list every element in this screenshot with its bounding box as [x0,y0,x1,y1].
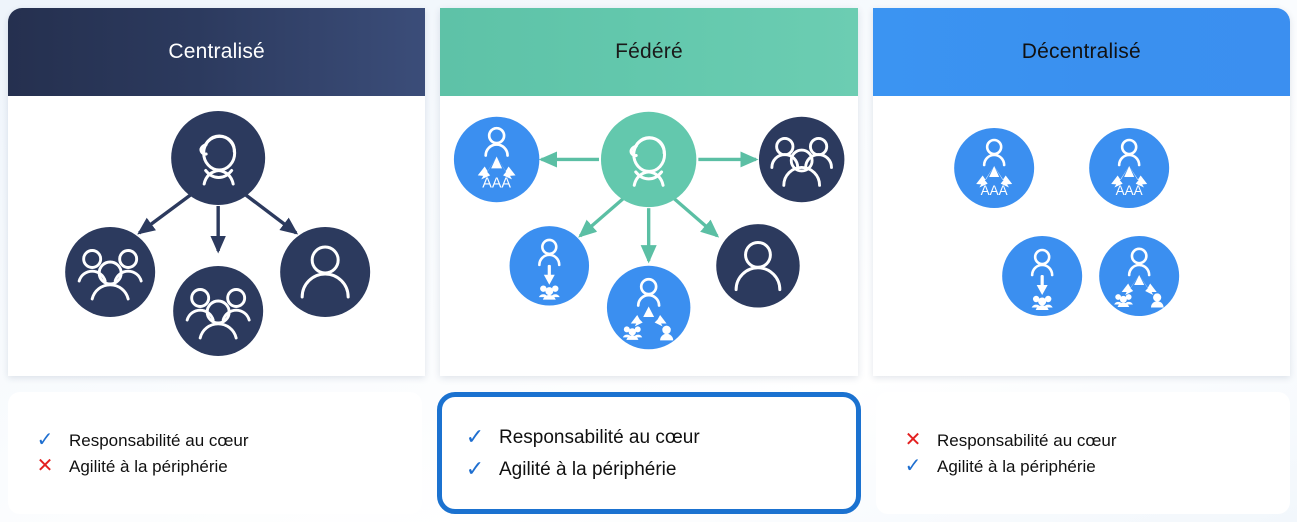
card-header-centralise: Centralisé [8,8,426,96]
criteria-label: Responsabilité au cœur [69,430,249,450]
criteria-row: ✓ Responsabilité au cœur ✕ Agilité à la … [8,392,1290,514]
node-person-to-team[interactable] [1001,236,1082,316]
node-team-center[interactable] [173,266,264,356]
aaa-label: AAA [483,175,512,191]
criteria-label: Responsabilité au cœur [499,426,700,448]
check-icon: ✓ [465,456,485,481]
node-person-lower-right[interactable] [716,224,801,308]
criteria-item[interactable]: ✕ Responsabilité au cœur [902,427,1290,453]
criteria-label: Agilité à la périphérie [499,458,677,480]
criteria-item[interactable]: ✓ Agilité à la périphérie [902,453,1290,479]
check-icon: ✓ [36,429,54,451]
criteria-item[interactable]: ✓ Responsabilité au cœur [34,427,422,453]
criteria-label: Agilité à la périphérie [69,456,228,476]
model-card-decentralise[interactable]: Décentralisé [872,8,1290,376]
connector-arrows [137,191,299,254]
card-title-federe: Fédéré [615,40,683,63]
node-person-splits[interactable] [607,265,691,350]
criteria-box-centralise[interactable]: ✓ Responsabilité au cœur ✕ Agilité à la … [8,392,422,514]
model-card-federe[interactable]: Fédéré [440,8,858,376]
card-header-decentralise: Décentralisé [872,8,1290,96]
criteria-list-centralise: ✓ Responsabilité au cœur ✕ Agilité à la … [8,427,422,479]
check-icon: ✓ [904,455,922,477]
diagram-federe: AAA [440,96,858,376]
card-title-decentralise: Décentralisé [1021,40,1141,63]
node-team-left[interactable] [65,227,156,317]
node-person-splits[interactable] [1098,236,1179,316]
connector-arrows [539,151,759,264]
card-title-centralise: Centralisé [168,40,265,63]
criteria-item[interactable]: ✓ Agilité à la périphérie [464,453,856,485]
cross-icon: ✕ [36,455,54,477]
federe-svg: AAA [454,111,845,350]
criteria-box-decentralise[interactable]: ✕ Responsabilité au cœur ✓ Agilité à la … [876,392,1290,514]
decentralise-svg: AAA AAA [953,128,1179,316]
node-delegation-aaa-1[interactable]: AAA [953,128,1034,208]
criteria-list-federe: ✓ Responsabilité au cœur ✓ Agilité à la … [442,421,856,485]
model-card-centralise[interactable]: Centralisé [8,8,426,376]
criteria-box-federe[interactable]: ✓ Responsabilité au cœur ✓ Agilité à la … [437,392,861,514]
aaa-label: AAA [1115,183,1142,198]
node-person-right[interactable] [280,227,371,317]
node-delegation-aaa-2[interactable]: AAA [1088,128,1169,208]
diagram-centralise [8,96,426,376]
criteria-item[interactable]: ✕ Agilité à la périphérie [34,453,422,479]
criteria-label: Agilité à la périphérie [937,456,1096,476]
model-cards-row: Centralisé [8,8,1290,376]
card-header-federe: Fédéré [440,8,858,96]
centralise-svg [65,111,371,356]
node-team-right[interactable] [759,116,845,203]
node-person-to-team[interactable] [509,226,590,306]
criteria-label: Responsabilité au cœur [937,430,1117,450]
criteria-list-decentralise: ✕ Responsabilité au cœur ✓ Agilité à la … [876,427,1290,479]
node-delegation-aaa[interactable]: AAA [454,116,540,203]
aaa-label: AAA [980,183,1007,198]
node-leader[interactable] [171,111,266,205]
cross-icon: ✕ [904,429,922,451]
criteria-item[interactable]: ✓ Responsabilité au cœur [464,421,856,453]
node-leader[interactable] [601,111,697,208]
diagram-decentralise: AAA AAA [872,96,1290,376]
check-icon: ✓ [465,424,485,449]
